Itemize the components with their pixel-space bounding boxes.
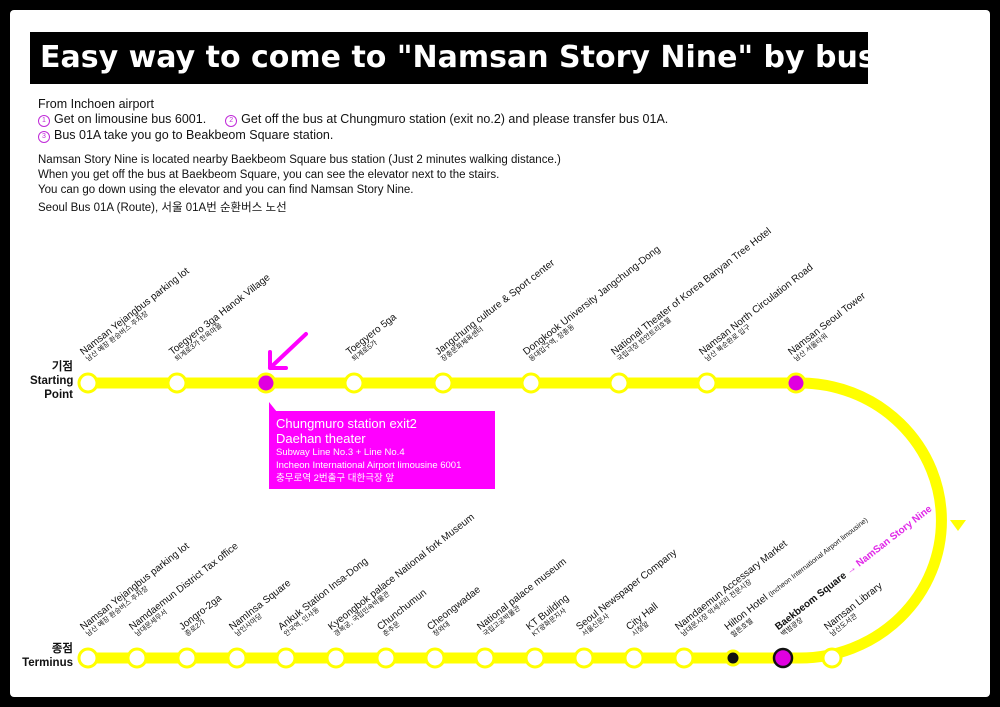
stop-marker (474, 647, 496, 669)
stop-marker (375, 647, 397, 669)
intro-step-1: Get on limousine bus 6001. (54, 112, 207, 126)
callout-pointer (269, 402, 277, 412)
stop-marker-highlight (785, 372, 807, 394)
callout-line-1: Chungmuro station exit2 (276, 416, 417, 431)
page-title: Easy way to come to "Namsan Story Nine" … (30, 32, 887, 84)
stop-marker-highlight (255, 372, 277, 394)
stop-marker (126, 647, 148, 669)
step-number-1: 1 (38, 115, 50, 127)
route-map (77, 332, 966, 669)
callout-line-4: Incheon International Airport limousine … (276, 460, 462, 471)
start-label-ko: 기점 (51, 361, 73, 373)
callout-line-5: 충무로역 2번출구 대한극장 앞 (276, 473, 395, 484)
stop-marker (573, 647, 595, 669)
end-label-line1: Terminus (22, 657, 73, 669)
intro-step-2: Get off the bus at Chungmuro station (ex… (241, 112, 669, 126)
bottom-stop-markers (77, 647, 843, 669)
end-label-ko: 종점 (51, 643, 73, 655)
stop-marker (608, 372, 630, 394)
stop-marker (432, 372, 454, 394)
stop-marker (673, 647, 695, 669)
stop-marker-transfer (724, 649, 742, 667)
intro-step-3: Bus 01A take you go to Beakbeom Square s… (54, 128, 334, 142)
stop-marker (77, 372, 99, 394)
stop-marker (524, 647, 546, 669)
stop-marker (77, 647, 99, 669)
pink-arrow-icon (268, 332, 308, 370)
stop-marker (623, 647, 645, 669)
end-label: 종점 Terminus (22, 642, 73, 670)
note-line-4: Seoul Bus 01A (Route), 서울 01A번 순환버스 노선 (38, 202, 287, 214)
stop-marker (226, 647, 248, 669)
direction-arrow-icon (950, 520, 966, 531)
route-line (82, 377, 947, 664)
stop-marker (821, 647, 843, 669)
start-label-line2: Point (44, 389, 73, 401)
note-line-2: When you get off the bus at Baekbeom Squ… (38, 169, 500, 181)
stop-marker (343, 372, 365, 394)
step-number-3: 3 (38, 131, 50, 143)
step-number-2: 2 (225, 115, 238, 127)
intro-step3-line: 3 Bus 01A take you go to Beakbeom Square … (38, 128, 333, 143)
stop-marker (424, 647, 446, 669)
callout-line-2: Daehan theater (276, 431, 366, 446)
intro-from: From Inchoen airport (38, 97, 155, 111)
start-label-line1: Starting (30, 375, 74, 387)
stop-marker (275, 647, 297, 669)
note-line-1: Namsan Story Nine is located nearby Baek… (38, 154, 561, 166)
callout-line-3: Subway Line No.3 + Line No.4 (276, 447, 405, 458)
start-label: 기점 Starting Point (30, 360, 73, 402)
top-stop-markers (77, 372, 807, 394)
stop-marker (520, 372, 542, 394)
note-line-3: You can go down using the elevator and y… (38, 184, 414, 196)
stop-marker (176, 647, 198, 669)
transfer-callout: Chungmuro station exit2 Daehan theater S… (269, 411, 495, 489)
stop-marker-destination (772, 647, 794, 669)
poster: Easy way to come to "Namsan Story Nine" … (10, 10, 990, 697)
stop-marker (325, 647, 347, 669)
stop-marker (166, 372, 188, 394)
stop-marker (696, 372, 718, 394)
